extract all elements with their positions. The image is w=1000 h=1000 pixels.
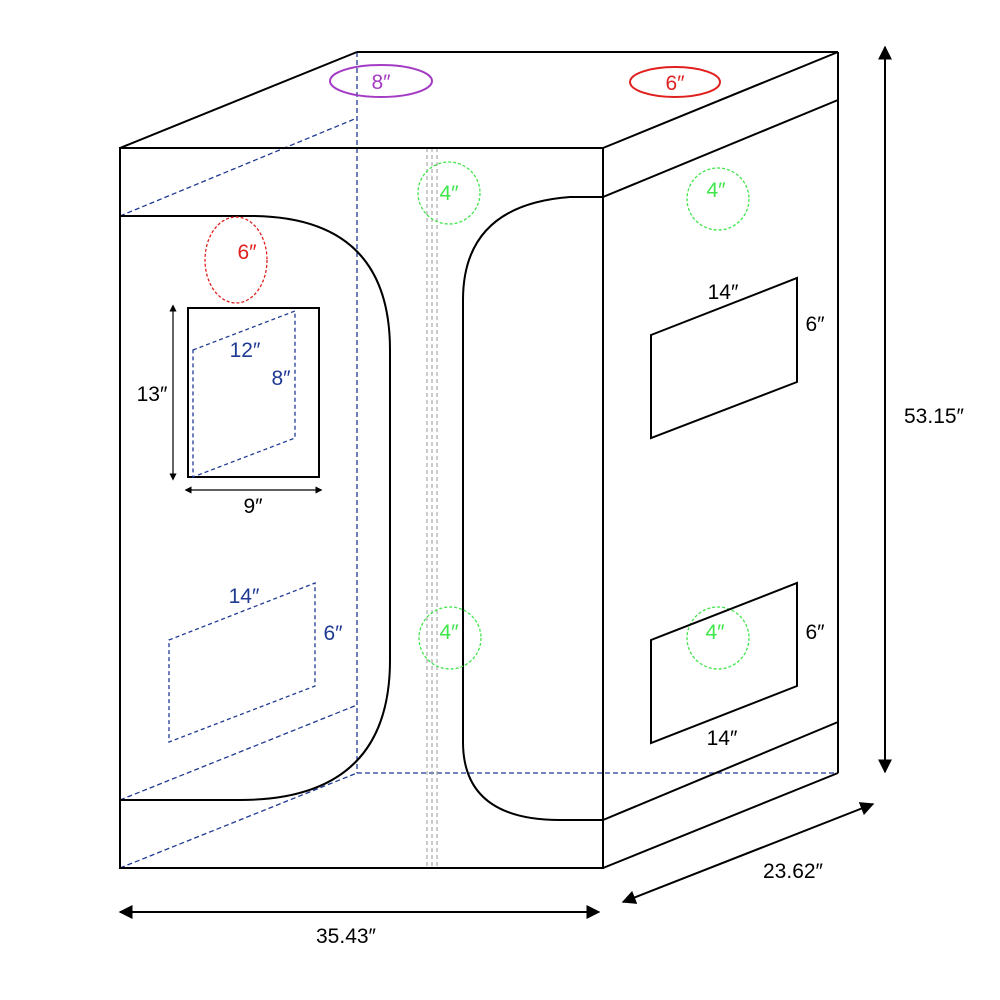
sock-front-top-label: 4″	[439, 182, 459, 205]
top-vent-6: 6″	[629, 66, 721, 98]
width-label: 35.43″	[316, 925, 377, 948]
front-window: 12″ 8″ 13″ 9″	[137, 304, 323, 518]
width-dimension: 35.43″	[118, 905, 601, 948]
front-vent-6: 6″	[204, 216, 268, 304]
depth-label: 23.62″	[763, 860, 824, 883]
sock-side-lower-label: 4″	[705, 621, 725, 644]
side-lower-window: 6″ 14″	[650, 581, 825, 750]
side-upper-window-height: 6″	[805, 313, 825, 336]
sock-front-top: 4″	[417, 161, 481, 225]
left-door-flap	[120, 215, 391, 801]
depth-dimension: 23.62″	[621, 802, 875, 904]
side-lower-window-height: 6″	[805, 621, 825, 644]
side-lower-window-width: 14″	[707, 727, 738, 750]
front-lower-window: 14″ 6″	[168, 582, 343, 743]
sock-side-top-label: 4″	[706, 179, 726, 202]
top-vent-8: 8″	[329, 64, 433, 98]
sock-front-middle-label: 4″	[439, 621, 459, 644]
front-lower-window-width: 14″	[229, 585, 260, 608]
sock-front-middle: 4″	[418, 606, 482, 670]
front-window-inner-width: 12″	[230, 339, 261, 362]
front-window-inner-height: 8″	[271, 367, 291, 390]
door-flaps	[120, 196, 603, 821]
front-lower-window-height: 6″	[323, 622, 343, 645]
front-window-width-label: 9″	[243, 495, 263, 518]
front-window-height-label: 13″	[137, 383, 168, 406]
zipper-lines	[426, 148, 438, 868]
sock-side-top: 4″	[686, 167, 750, 231]
height-label: 53.15″	[904, 405, 965, 428]
side-upper-window-width: 14″	[708, 281, 739, 304]
side-upper-window: 14″ 6″	[650, 276, 825, 440]
height-dimension: 53.15″	[878, 45, 965, 774]
front-vent-6-label: 6″	[237, 241, 257, 264]
top-vent-8-label: 8″	[371, 71, 391, 94]
right-door-flap	[462, 196, 603, 821]
top-vent-6-label: 6″	[665, 72, 685, 95]
sock-side-lower: 4″	[686, 606, 750, 670]
